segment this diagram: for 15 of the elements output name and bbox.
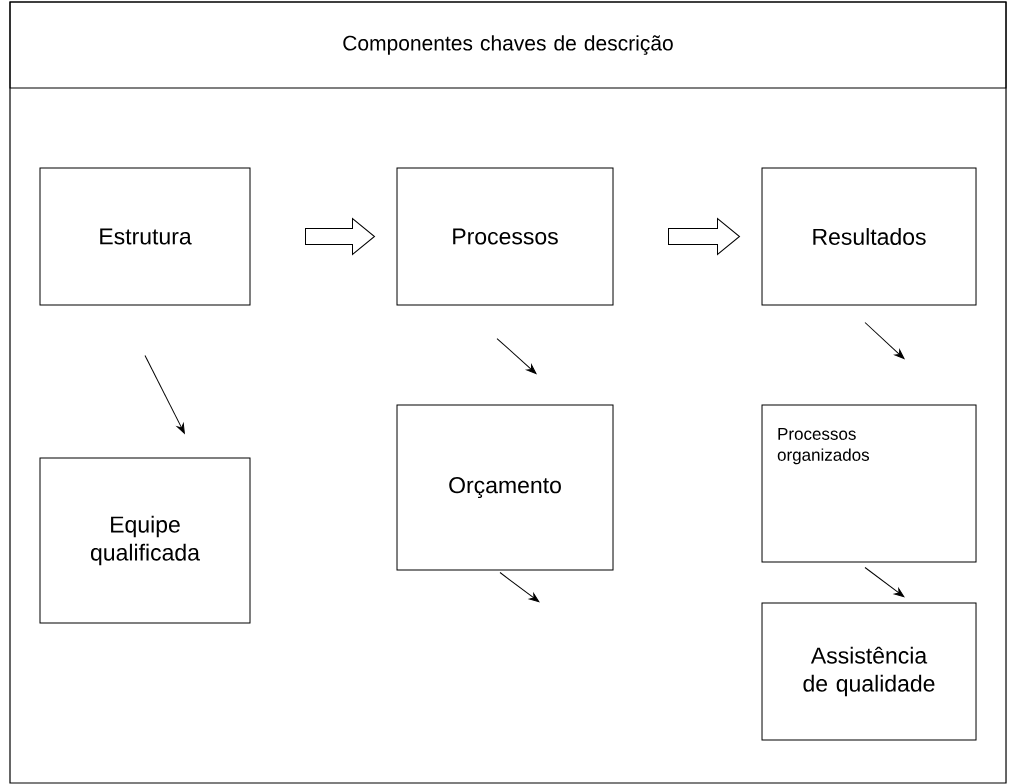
arrow — [496, 338, 537, 375]
arrow — [864, 567, 905, 598]
process-box: Processos — [396, 167, 614, 306]
process-box: Resultados — [761, 167, 977, 306]
arrow — [144, 355, 185, 434]
arrow — [499, 572, 540, 603]
process-box: Assistência de qualidade — [761, 602, 977, 741]
block-arrow — [305, 218, 375, 255]
arrow — [864, 322, 905, 360]
block-arrow — [668, 218, 740, 255]
process-box: Equipe qualificada — [39, 457, 251, 624]
process-box: Processos organizados — [761, 404, 977, 563]
process-box: Estrutura — [39, 167, 251, 306]
process-box: Orçamento — [396, 404, 614, 571]
title-band: Componentes chaves de descrição — [9, 1, 1007, 89]
